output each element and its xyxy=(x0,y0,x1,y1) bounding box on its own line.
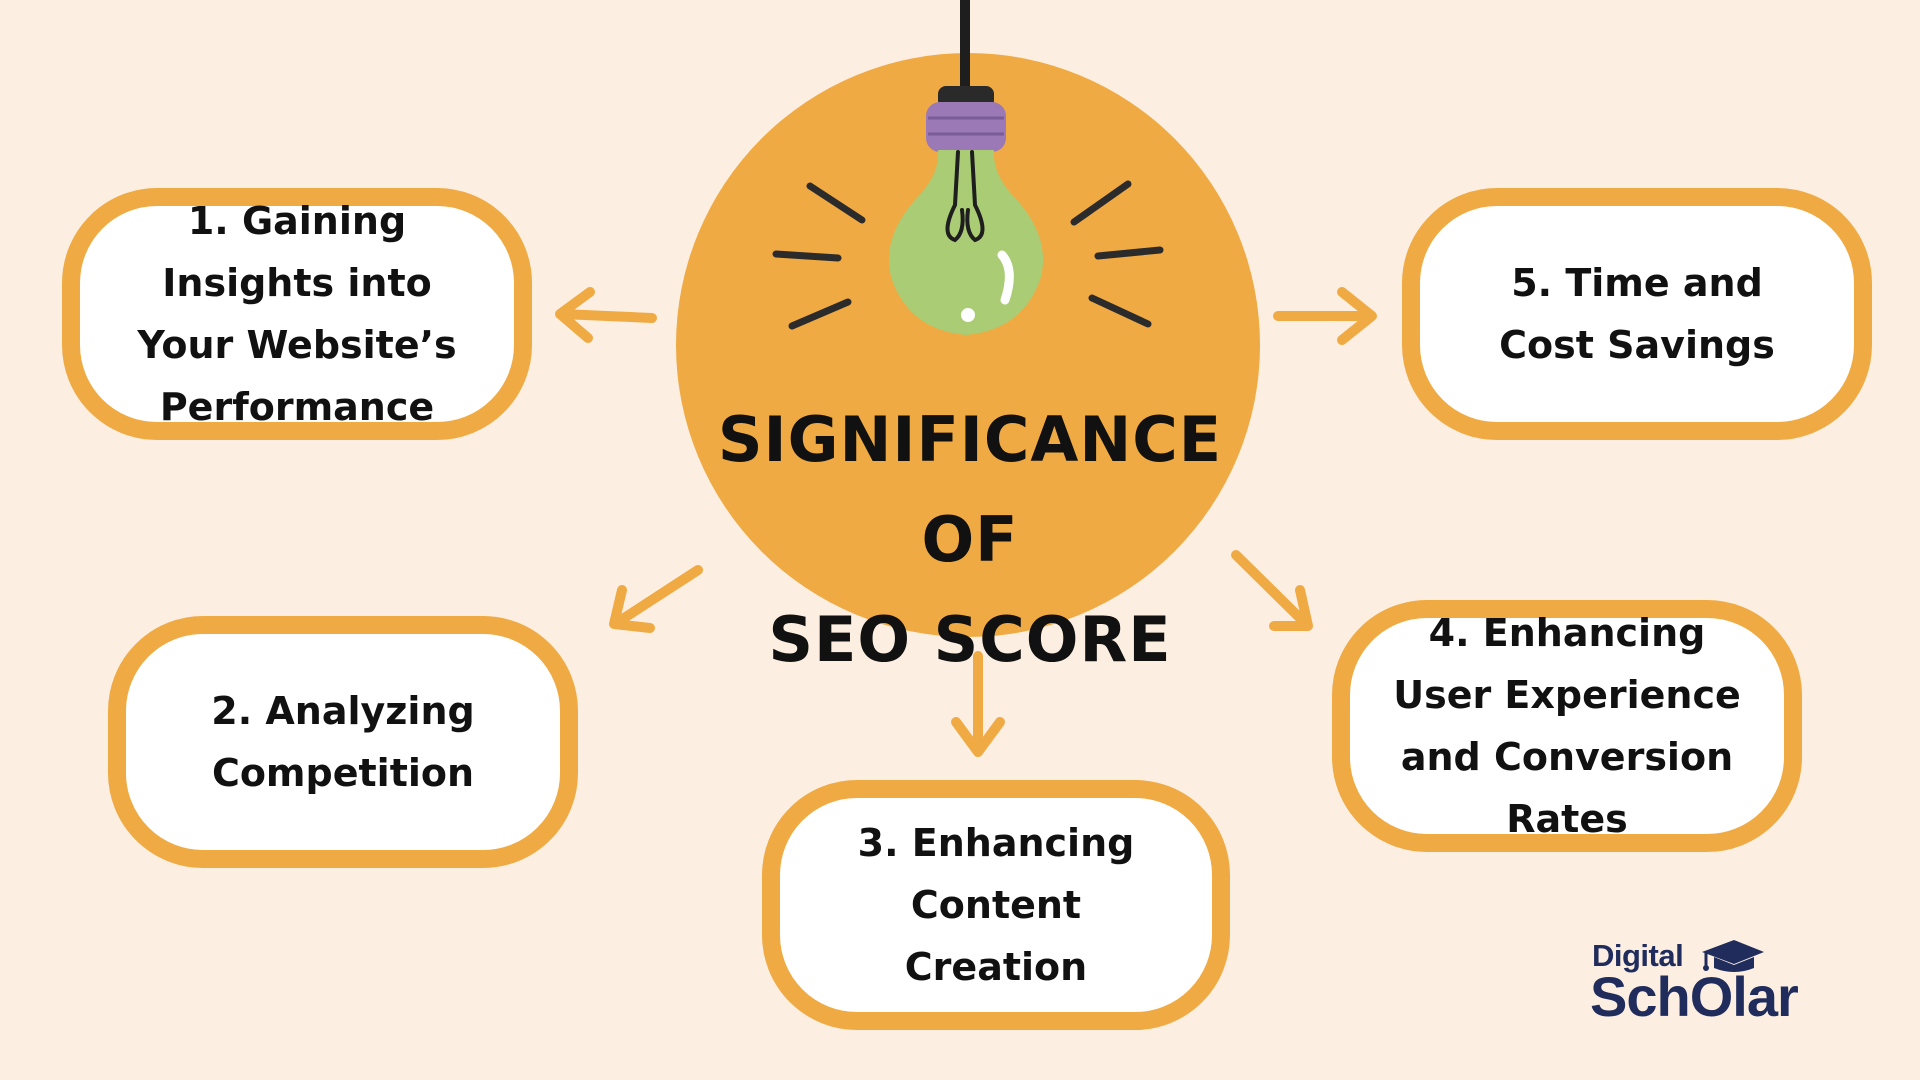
item-4-label: 4. Enhancing User Experience and Convers… xyxy=(1393,611,1741,841)
arrow-icon xyxy=(1231,550,1313,631)
arrow-icon xyxy=(951,651,1005,757)
light-bulb-icon xyxy=(772,0,1164,335)
arrow-icon xyxy=(555,287,657,343)
arrow-icon xyxy=(1273,287,1377,345)
brand-logo: Digital SchOlar xyxy=(1590,938,1820,1028)
item-3-label: 3. Enhancing Content Creation xyxy=(857,821,1135,989)
item-1-label: 1. Gaining Insights into Your Website’s … xyxy=(137,199,457,429)
title-line-2: SEO Score xyxy=(768,603,1172,676)
item-5-label: 5. Time and Cost Savings xyxy=(1499,261,1775,367)
logo-text-bottom: SchOlar xyxy=(1590,965,1799,1028)
graduation-cap-icon xyxy=(1702,940,1764,972)
logo-text-top: Digital xyxy=(1592,938,1684,973)
center-circle xyxy=(676,53,1260,637)
item-3-box: 3. Enhancing Content Creation xyxy=(762,780,1230,1030)
arrow-icon xyxy=(609,565,703,633)
item-2-label: 2. Analyzing Competition xyxy=(211,689,475,795)
diagram-title: Significance of SEO Score xyxy=(690,390,1250,690)
item-5-box: 5. Time and Cost Savings xyxy=(1402,188,1872,440)
item-1-box: 1. Gaining Insights into Your Website’s … xyxy=(62,188,532,440)
item-2-box: 2. Analyzing Competition xyxy=(108,616,578,868)
title-line-1: Significance of xyxy=(717,403,1223,576)
item-4-box: 4. Enhancing User Experience and Convers… xyxy=(1332,600,1802,852)
